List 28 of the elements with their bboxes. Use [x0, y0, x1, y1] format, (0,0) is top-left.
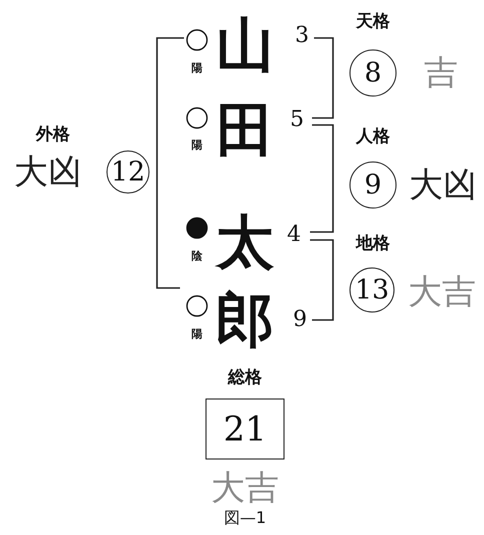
figure-caption: 図—1 — [224, 510, 266, 526]
number-box: 21 — [206, 398, 284, 460]
verdict-label: 吉 — [424, 56, 458, 90]
verdict-label: 大凶 — [14, 155, 82, 189]
yin-yang-label: 陰 — [192, 250, 202, 262]
number-circle: 12 — [106, 150, 150, 194]
heading-label: 地格 — [356, 236, 390, 252]
stroke-count: 5 — [290, 109, 304, 131]
yin-yang-label: 陽 — [192, 62, 202, 74]
number-circle: 9 — [350, 162, 396, 208]
yin-yang-label: 陽 — [192, 140, 202, 150]
heading-label: 天格 — [356, 14, 390, 30]
verdict-label: 大凶 — [409, 168, 477, 202]
number-circle: 8 — [350, 50, 396, 96]
verdict-label: 大吉 — [408, 275, 476, 309]
stroke-count: 4 — [287, 224, 301, 246]
verdict-label: 大吉 — [211, 471, 279, 505]
number-circle: 13 — [350, 268, 394, 312]
yin-yang-label: 陽 — [192, 328, 202, 340]
stroke-count: 3 — [295, 25, 309, 47]
heading-label: 総格 — [228, 370, 262, 386]
name-character: 太 — [216, 213, 274, 271]
name-character: 田 — [216, 101, 274, 159]
stroke-count: 9 — [293, 309, 307, 331]
name-character: 山 — [216, 16, 274, 74]
heading-label: 人格 — [356, 128, 390, 146]
heading-label: 外格 — [36, 126, 70, 144]
name-character: 郎 — [216, 291, 274, 349]
